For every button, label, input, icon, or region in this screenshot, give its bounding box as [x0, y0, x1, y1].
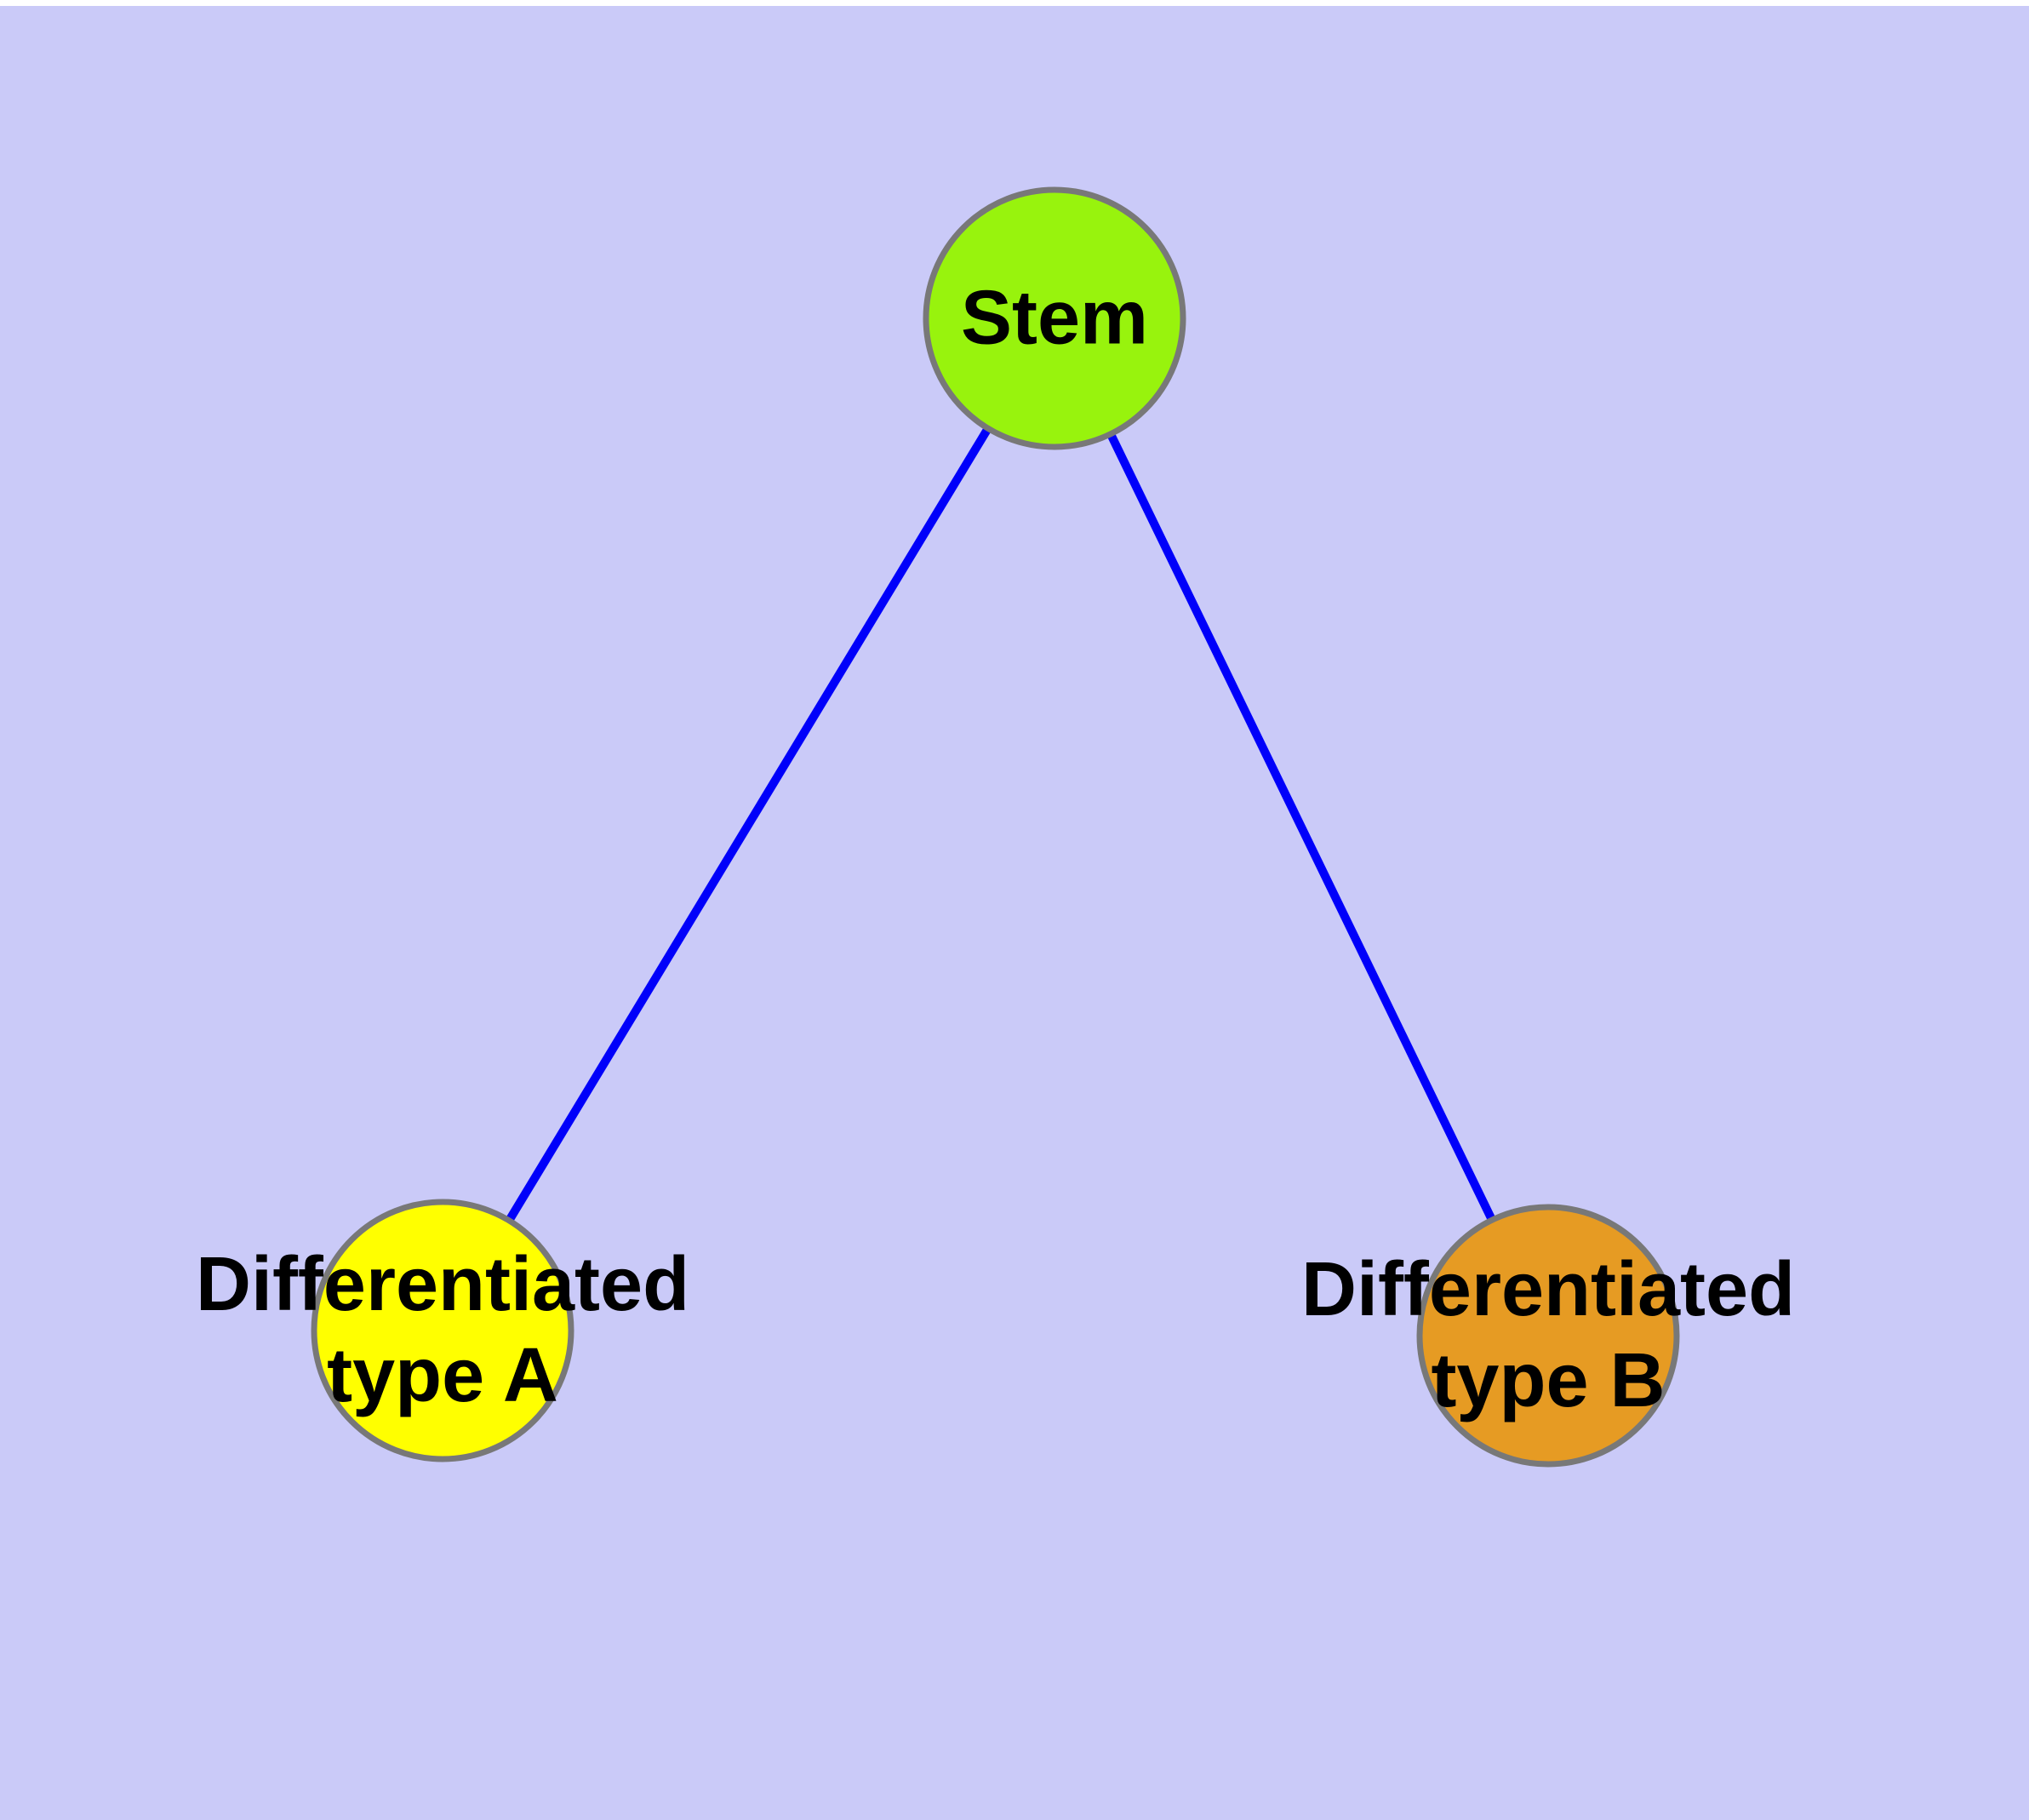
edge-stem-to-type-b: [1050, 316, 1552, 1338]
node-differentiated-type-a: [311, 1199, 574, 1462]
edge-stem-to-type-a: [438, 316, 1059, 1333]
node-differentiated-type-b: [1416, 1204, 1680, 1468]
top-margin-strip: [0, 0, 2029, 6]
node-stem: [923, 186, 1186, 450]
